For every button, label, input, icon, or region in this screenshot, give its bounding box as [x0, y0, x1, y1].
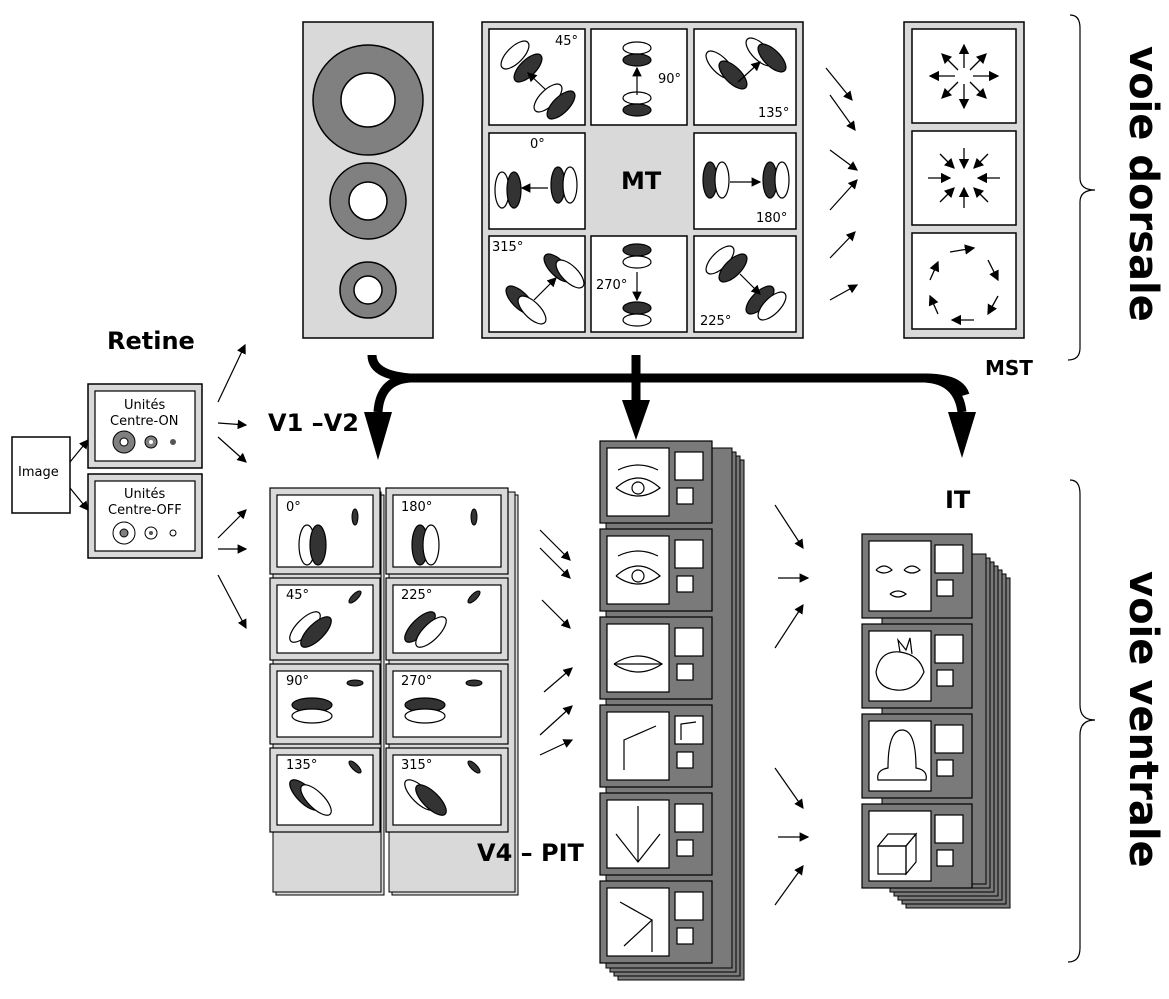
v1-angle: 270°	[401, 674, 432, 689]
retina-on-label-2: Centre-ON	[110, 414, 178, 429]
mt-angle: 225°	[700, 314, 731, 329]
v1-angle: 135°	[286, 758, 317, 773]
label-v1v2: V1 –V2	[268, 409, 359, 437]
v1-v4-arrows	[540, 530, 572, 755]
label-mt: MT	[621, 167, 661, 195]
image-retina-arrows	[70, 440, 88, 510]
label-dorsal: voie dorsale	[1120, 46, 1166, 322]
braces	[1068, 15, 1095, 962]
mt-angle: 90°	[658, 72, 681, 87]
mt-angle: 180°	[756, 211, 787, 226]
retina-off-label-2: Centre-OFF	[108, 503, 182, 518]
mt-angle: 45°	[555, 34, 578, 49]
mt-angle: 270°	[596, 278, 627, 293]
label-ventral: voie ventrale	[1120, 571, 1166, 868]
retina-out-arrows	[218, 345, 246, 628]
mt-angle: 0°	[530, 137, 545, 152]
v1-angle: 0°	[286, 500, 301, 515]
ganglion-panel	[303, 22, 433, 338]
v1-angle: 225°	[401, 588, 432, 603]
label-mst: MST	[985, 356, 1033, 380]
mst-panel	[904, 22, 1024, 338]
it-stack	[862, 534, 1010, 908]
mt-mst-arrows	[826, 68, 857, 300]
v1-angle: 315°	[401, 758, 432, 773]
v1-grid	[270, 488, 518, 895]
label-image: Image	[18, 465, 59, 480]
label-retine: Retine	[107, 327, 195, 355]
v4-stack	[600, 441, 744, 980]
label-v4pit: V4 – PIT	[477, 839, 584, 867]
v1-angle: 45°	[286, 588, 309, 603]
v1-angle: 180°	[401, 500, 432, 515]
mt-angle: 135°	[758, 106, 789, 121]
retina-on-label-1: Unités	[124, 398, 165, 413]
label-it: IT	[945, 486, 970, 514]
mt-angle: 315°	[492, 240, 523, 255]
v1-angle: 90°	[286, 674, 309, 689]
v4-it-arrows	[775, 505, 808, 905]
main-flow-arrows	[372, 355, 965, 412]
retina-off-label-1: Unités	[124, 487, 165, 502]
